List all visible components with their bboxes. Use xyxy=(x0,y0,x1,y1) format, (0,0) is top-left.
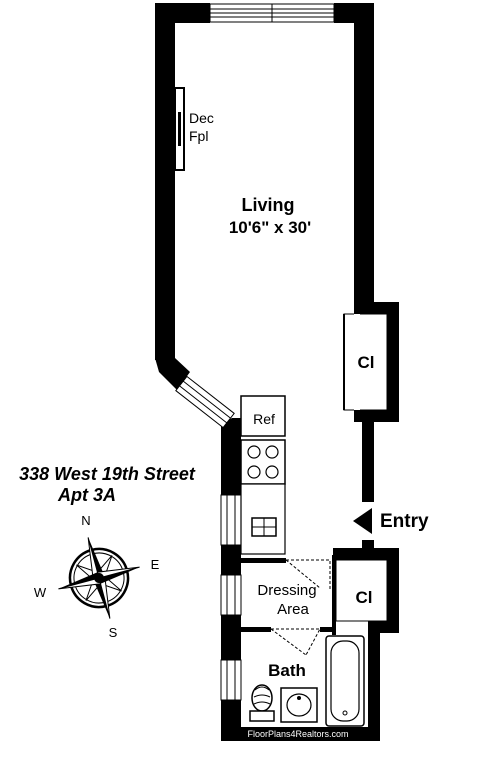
fireplace-label-line1: Dec xyxy=(189,110,214,126)
address-street: 338 West 19th Street xyxy=(19,464,196,484)
windows xyxy=(175,3,335,701)
angled-window xyxy=(175,375,235,429)
kitchen xyxy=(240,395,286,555)
fireplace xyxy=(174,87,185,171)
dressing-area-label-line1: Dressing xyxy=(257,582,316,599)
living-room-name: Living xyxy=(242,195,295,215)
entry-label: Entry xyxy=(380,511,429,532)
upper-closet-label: Cl xyxy=(358,353,375,372)
bath-window xyxy=(220,659,242,701)
bath-label: Bath xyxy=(268,661,306,680)
fireplace-label-line2: Fpl xyxy=(189,128,208,144)
stove xyxy=(240,439,286,485)
lower-closet xyxy=(335,559,388,622)
watermark-text: FloorPlans4Realtors.com xyxy=(247,729,348,739)
living-room-dimensions: 10'6" x 30' xyxy=(229,218,311,237)
address-apt: Apt 3A xyxy=(57,485,116,505)
toilet xyxy=(249,684,275,722)
dressing-window xyxy=(220,574,242,616)
compass-south: S xyxy=(109,625,118,640)
bath-fixtures xyxy=(249,635,365,727)
kitchen-window xyxy=(220,494,242,546)
compass-west: W xyxy=(34,585,47,600)
entry-arrow-icon xyxy=(353,508,372,534)
watermark-bar xyxy=(236,727,360,741)
lower-closet-label: Cl xyxy=(356,588,373,607)
bath-sink xyxy=(280,687,318,723)
dressing-area-label-line2: Area xyxy=(277,601,309,618)
top-window xyxy=(209,3,335,23)
door-swings xyxy=(270,559,331,656)
refrigerator-label: Ref xyxy=(253,411,275,427)
refrigerator xyxy=(240,395,286,437)
upper-closet xyxy=(343,313,388,411)
compass-east: E xyxy=(151,557,160,572)
compass-north: N xyxy=(81,513,90,528)
compass-rose-icon xyxy=(58,537,140,619)
